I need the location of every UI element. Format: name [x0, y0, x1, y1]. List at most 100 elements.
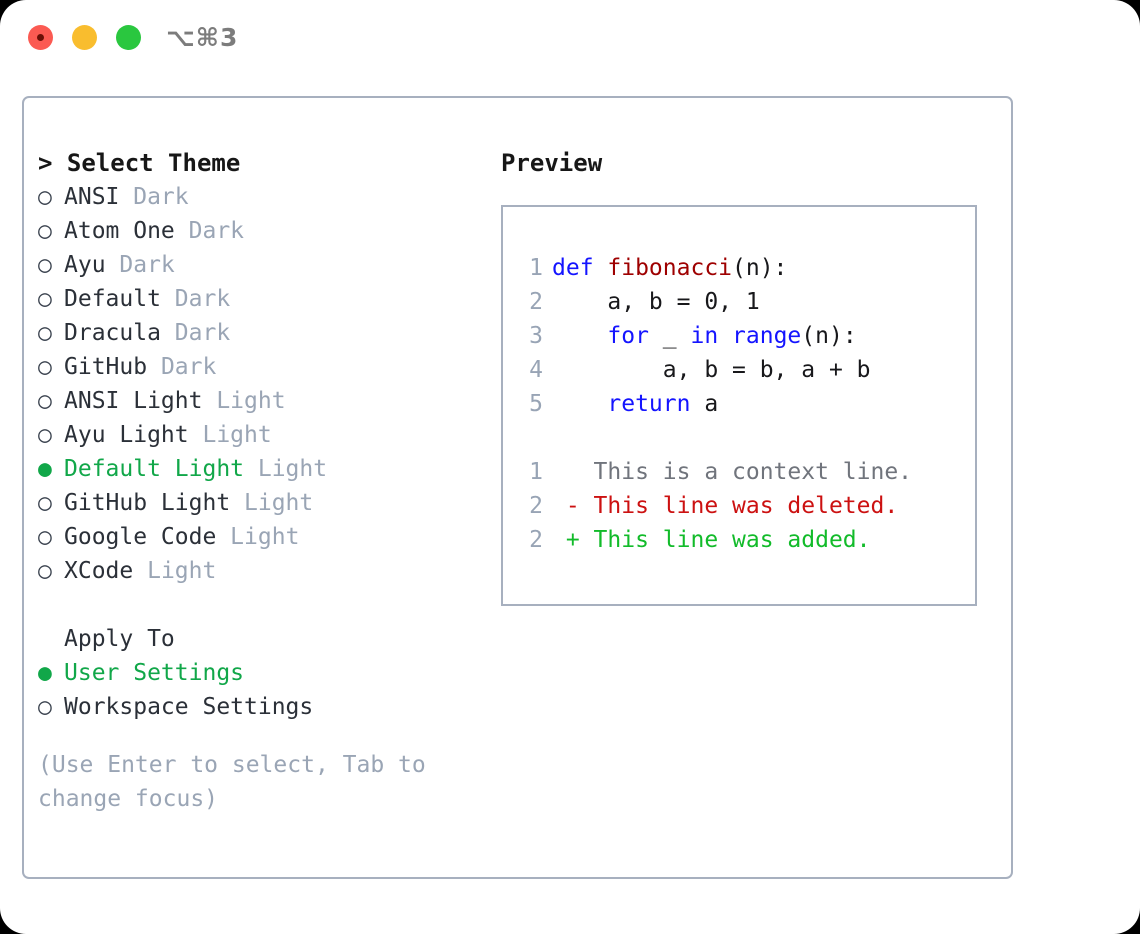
line-number: 2 [529, 493, 543, 519]
theme-option-default-light[interactable]: ●Default Light Light [38, 452, 478, 486]
radio-selected-icon: ● [38, 660, 52, 686]
code-line-text: - This line was deleted. [543, 489, 898, 523]
theme-option-tag: Dark [160, 320, 231, 346]
apply-to-header: Apply To [64, 626, 175, 652]
code-token-plain [718, 323, 732, 349]
radio-unselected-icon: ○ [38, 320, 52, 346]
apply-to-option-user-settings[interactable]: ● User Settings [38, 656, 478, 690]
theme-option-dracula[interactable]: ○ Dracula Dark [38, 316, 478, 350]
close-button[interactable] [28, 25, 53, 50]
list-spacer [38, 588, 478, 622]
code-line-text: This is a context line. [543, 455, 913, 489]
preview-header: Preview [501, 149, 603, 177]
theme-picker-column: > Select Theme ○ANSI Dark○Atom One Dark○… [38, 146, 478, 816]
apply-to-option-list: ● User Settings ○ Workspace Settings [38, 656, 478, 724]
theme-option-google-code[interactable]: ○ Google Code Light [38, 520, 478, 554]
code-line-text: a, b = 0, 1 [543, 285, 760, 319]
line-number: 2 [529, 527, 543, 553]
theme-option-tag: Dark [160, 286, 231, 312]
code-line-text: for _ in range(n): [543, 319, 856, 353]
radio-selected-icon: ● [38, 456, 52, 482]
line-number: 5 [529, 391, 543, 417]
code-token-plain [552, 323, 607, 349]
line-number: 2 [529, 289, 543, 315]
theme-option-label: Default Light [64, 456, 245, 482]
diff-sample: 1 This is a context line. 2 - This line w… [513, 455, 971, 557]
code-line: 4 a, b = b, a + b [513, 353, 971, 387]
main-panel: > Select Theme ○ANSI Dark○Atom One Dark○… [22, 96, 1013, 879]
code-token-kw: in [690, 323, 719, 349]
theme-option-tag: Light [202, 388, 286, 414]
code-token-fn: fibonacci [607, 255, 733, 281]
theme-option-label: ANSI [64, 184, 120, 210]
code-token-plain: a, b = 0, 1 [552, 289, 760, 315]
line-number: 1 [529, 459, 543, 485]
theme-option-tag: Dark [147, 354, 217, 380]
theme-option-atom-one[interactable]: ○Atom One Dark [38, 214, 478, 248]
code-line-text: a, b = b, a + b [543, 353, 871, 387]
line-number: 4 [529, 357, 543, 383]
theme-option-label: GitHub [64, 354, 148, 380]
apply-to-option-label: User Settings [64, 660, 245, 686]
theme-option-ayu-light[interactable]: ○Ayu Light Light [38, 418, 478, 452]
code-token-plain: a, b = b, a + b [552, 357, 871, 383]
code-token-ctx: This is a context line. [552, 459, 913, 485]
title-bar: ⌥⌘3 [0, 0, 1140, 78]
code-line-text: return a [543, 387, 718, 421]
theme-option-ansi[interactable]: ○ ANSI Dark [38, 180, 478, 214]
theme-option-ayu[interactable]: ○Ayu Dark [38, 248, 478, 282]
code-token-kw: for [607, 323, 649, 349]
theme-option-label: Atom One [64, 218, 175, 244]
window-title: ⌥⌘3 [166, 23, 239, 52]
minimize-button[interactable] [72, 25, 97, 50]
radio-unselected-icon: ○ [38, 286, 52, 312]
theme-option-label: GitHub Light [64, 490, 231, 516]
radio-unselected-icon: ○ [38, 524, 52, 550]
select-theme-header: > Select Theme [38, 149, 241, 177]
theme-option-tag: Light [230, 490, 314, 516]
theme-option-ansi-light[interactable]: ○ANSI Light Light [38, 384, 478, 418]
code-token-plain: _ [648, 323, 691, 349]
line-number: 3 [529, 323, 543, 349]
theme-option-tag: Dark [119, 184, 189, 210]
theme-option-label: Google Code [64, 524, 217, 550]
apply-to-option-workspace-settings[interactable]: ○ Workspace Settings [38, 690, 478, 724]
radio-unselected-icon: ○ [38, 558, 52, 584]
radio-unselected-icon: ○ [38, 422, 52, 448]
radio-unselected-icon: ○ [38, 354, 52, 380]
keyboard-hint: (Use Enter to select, Tab to change focu… [38, 752, 440, 812]
code-line: 2 a, b = 0, 1 [513, 285, 971, 319]
zoom-button[interactable] [116, 25, 141, 50]
theme-option-github[interactable]: ○ GitHub Dark [38, 350, 478, 384]
theme-option-label: XCode [64, 558, 134, 584]
code-token-plain: (n): [732, 255, 788, 281]
apply-to-option-label: Workspace Settings [64, 694, 314, 720]
code-token-kw: def [552, 255, 608, 281]
theme-option-tag: Light [216, 524, 300, 550]
code-token-plain [552, 391, 607, 417]
window-controls [28, 25, 141, 50]
radio-unselected-icon: ○ [38, 184, 52, 210]
theme-option-default[interactable]: ○ Default Dark [38, 282, 478, 316]
diff-line: 2 + This line was added. [513, 523, 971, 557]
apply-to-header-marker-spacer [38, 622, 64, 656]
theme-option-label: Default [64, 286, 161, 312]
radio-unselected-icon: ○ [38, 490, 52, 516]
code-token-kw: range [732, 323, 802, 349]
theme-option-xcode[interactable]: ○ XCode Light [38, 554, 478, 588]
theme-option-github-light[interactable]: ○ GitHub Light Light [38, 486, 478, 520]
theme-option-label: ANSI Light [64, 388, 203, 414]
diff-line: 2 - This line was deleted. [513, 489, 971, 523]
radio-unselected-icon: ○ [38, 694, 52, 720]
theme-option-label: Dracula [64, 320, 161, 346]
theme-option-label: Ayu [64, 252, 106, 278]
theme-option-tag: Light [133, 558, 217, 584]
theme-option-list: ○ANSI Dark○Atom One Dark○Ayu Dark○Defaul… [38, 180, 478, 588]
theme-option-tag: Light [188, 422, 272, 448]
